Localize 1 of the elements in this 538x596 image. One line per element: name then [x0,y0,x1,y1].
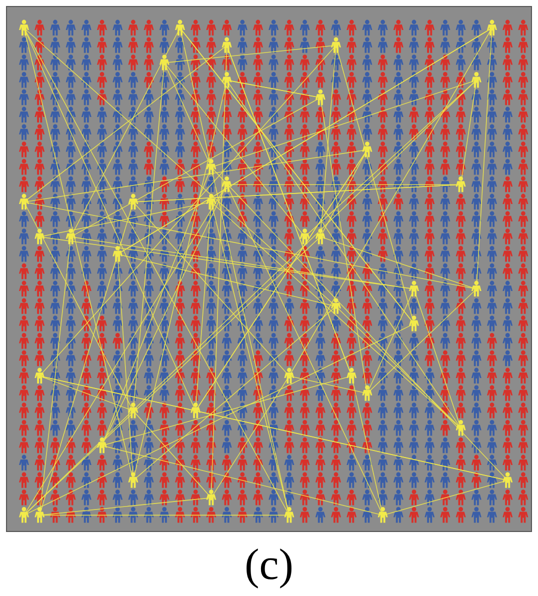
caption: (c) [244,540,294,590]
